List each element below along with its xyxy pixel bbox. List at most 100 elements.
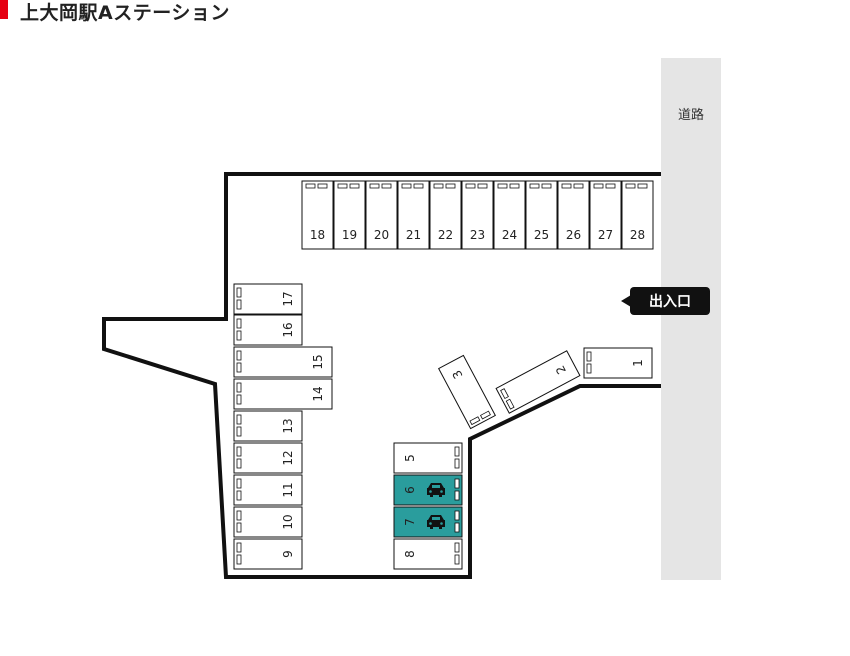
wheel-stop-marker [236, 362, 242, 373]
wheel-stop-marker [529, 183, 540, 189]
wheel-stop-marker [454, 542, 460, 553]
space-number: 8 [403, 550, 417, 558]
wheel-stop-marker [349, 183, 360, 189]
parking-space-9[interactable]: 9 [233, 538, 303, 570]
wheel-stop-marker [236, 490, 242, 501]
parking-space-17[interactable]: 17 [233, 283, 303, 315]
wheel-stop-marker [236, 426, 242, 437]
road [661, 58, 721, 580]
space-number: 17 [281, 291, 295, 306]
wheel-stop-marker [445, 183, 456, 189]
parking-space-8[interactable]: 8 [393, 538, 463, 570]
wheel-stop-marker [454, 510, 460, 521]
parking-space-box [301, 180, 334, 250]
wheel-stop-marker [586, 351, 592, 362]
wheel-stop-marker [454, 458, 460, 469]
parking-space-3[interactable]: 3 [438, 354, 496, 430]
space-number: 28 [630, 228, 645, 242]
space-number: 7 [403, 518, 417, 526]
parking-space-21[interactable]: 21 [397, 180, 430, 250]
space-number: 19 [342, 228, 357, 242]
wheel-stop-marker [625, 183, 636, 189]
space-number: 10 [281, 514, 295, 529]
space-number: 1 [631, 359, 645, 367]
wheel-stop-marker [433, 183, 444, 189]
wheel-stop-marker [465, 183, 476, 189]
space-number: 15 [311, 354, 325, 369]
title-accent-bar [0, 0, 8, 19]
wheel-stop-marker [593, 183, 604, 189]
wheel-stop-marker [236, 522, 242, 533]
parking-space-25[interactable]: 25 [525, 180, 558, 250]
wheel-stop-marker [236, 554, 242, 565]
wheel-stop-marker [401, 183, 412, 189]
space-number: 12 [281, 450, 295, 465]
parking-space-2[interactable]: 2 [495, 350, 581, 414]
wheel-stop-marker [236, 350, 242, 361]
parking-space-1[interactable]: 1 [583, 347, 653, 379]
space-number: 6 [403, 486, 417, 494]
wheel-stop-marker [480, 410, 491, 420]
parking-space-box [233, 283, 303, 315]
wheel-stop-marker [413, 183, 424, 189]
page-title: 上大岡駅Aステーション [20, 2, 230, 24]
space-number: 9 [281, 550, 295, 558]
wheel-stop-marker [369, 183, 380, 189]
parking-space-20[interactable]: 20 [365, 180, 398, 250]
wheel-stop-marker [469, 416, 481, 426]
parking-space-28[interactable]: 28 [621, 180, 654, 250]
wheel-stop-marker [236, 394, 242, 405]
parking-space-14[interactable]: 14 [233, 378, 333, 410]
parking-space-11[interactable]: 11 [233, 474, 303, 506]
parking-space-10[interactable]: 10 [233, 506, 303, 538]
road-label: 道路 [677, 108, 704, 123]
wheel-stop-marker [477, 183, 488, 189]
parking-space-box [233, 506, 303, 538]
wheel-stop-marker [236, 287, 242, 298]
space-number: 23 [470, 228, 485, 242]
parking-space-18[interactable]: 18 [301, 180, 334, 250]
parking-space-22[interactable]: 22 [429, 180, 462, 250]
wheel-stop-marker [586, 363, 592, 374]
car-icon [427, 515, 445, 529]
parking-space-box [233, 346, 333, 378]
parking-space-27[interactable]: 27 [589, 180, 622, 250]
wheel-stop-marker [236, 299, 242, 310]
parking-space-box [589, 180, 622, 250]
wheel-stop-marker [305, 183, 316, 189]
parking-space-box [557, 180, 590, 250]
wheel-stop-marker [236, 478, 242, 489]
wheel-stop-marker [236, 414, 242, 425]
car-icon [427, 483, 445, 497]
space-number: 20 [374, 228, 389, 242]
wheel-stop-marker [500, 388, 509, 400]
wheel-stop-marker [509, 183, 520, 189]
wheel-stop-marker [236, 382, 242, 393]
parking-space-15[interactable]: 15 [233, 346, 333, 378]
parking-space-6[interactable]: 6 [393, 474, 463, 506]
parking-space-12[interactable]: 12 [233, 442, 303, 474]
parking-space-19[interactable]: 19 [333, 180, 366, 250]
parking-space-13[interactable]: 13 [233, 410, 303, 442]
parking-space-box [495, 350, 581, 414]
parking-space-box [233, 378, 333, 410]
parking-space-7[interactable]: 7 [393, 506, 463, 538]
parking-space-box [438, 354, 496, 430]
parking-space-23[interactable]: 23 [461, 180, 494, 250]
parking-space-5[interactable]: 5 [393, 442, 463, 474]
wheel-stop-marker [454, 446, 460, 457]
parking-space-24[interactable]: 24 [493, 180, 526, 250]
parking-space-box [397, 180, 430, 250]
space-number: 16 [281, 322, 295, 337]
parking-space-box [621, 180, 654, 250]
space-number: 21 [406, 228, 421, 242]
parking-space-box [233, 538, 303, 570]
wheel-stop-marker [317, 183, 328, 189]
parking-space-box [393, 538, 463, 570]
wheel-stop-marker [236, 318, 242, 329]
space-number: 25 [534, 228, 549, 242]
parking-space-16[interactable]: 16 [233, 314, 303, 346]
wheel-stop-marker [236, 542, 242, 553]
parking-space-26[interactable]: 26 [557, 180, 590, 250]
